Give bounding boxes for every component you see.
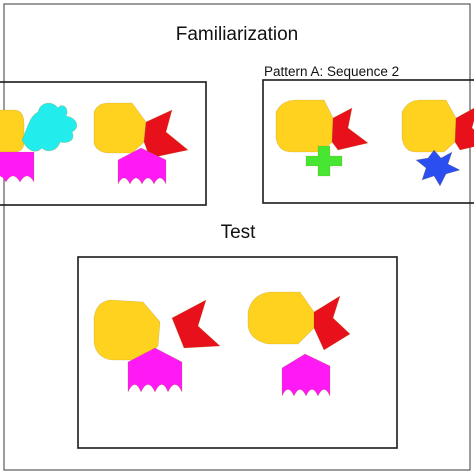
yellow-rounded-hexagon-icon: [0, 109, 25, 153]
red-chevron-icon: [313, 295, 351, 351]
magenta-scalloped-pentagon-icon: [117, 147, 167, 185]
red-chevron-icon: [454, 107, 474, 151]
frame-2-group-1: [275, 99, 369, 177]
frame-2-group-2: [401, 99, 474, 187]
frame-1-group-2: [93, 102, 189, 185]
yellow-rounded-hexagon-icon: [93, 102, 147, 154]
familiarization-heading: Familiarization: [175, 24, 299, 45]
yellow-rounded-hexagon-icon: [275, 99, 334, 153]
blue-star-icon: [415, 149, 461, 187]
yellow-rounded-hexagon-icon: [93, 299, 161, 361]
magenta-scalloped-pentagon-icon: [281, 353, 331, 397]
magenta-scalloped-pentagon-icon: [127, 347, 183, 393]
test-group-1: [93, 299, 221, 393]
familiarization-frame-2-content: [275, 99, 474, 187]
test-heading: Test: [220, 222, 256, 243]
outer-frame: [3, 3, 471, 471]
yellow-rounded-hexagon-icon: [401, 99, 457, 153]
frame-1-group-1: [0, 102, 78, 184]
familiarization-frame-1: [0, 81, 207, 206]
test-frame: [77, 256, 398, 449]
yellow-rounded-hexagon-icon: [247, 291, 315, 345]
test-group-2: [247, 291, 351, 397]
green-cross-icon: [305, 145, 343, 177]
red-chevron-icon: [331, 107, 369, 151]
red-chevron-icon: [143, 109, 189, 159]
familiarization-frame-2: [262, 79, 474, 204]
magenta-scalloped-pentagon-icon: [0, 151, 35, 184]
pattern-a-caption: Pattern A: Sequence 2: [264, 64, 400, 79]
red-chevron-icon: [171, 299, 221, 349]
cyan-blob-icon: [21, 102, 78, 152]
familiarization-frame-1-content: [0, 102, 189, 185]
